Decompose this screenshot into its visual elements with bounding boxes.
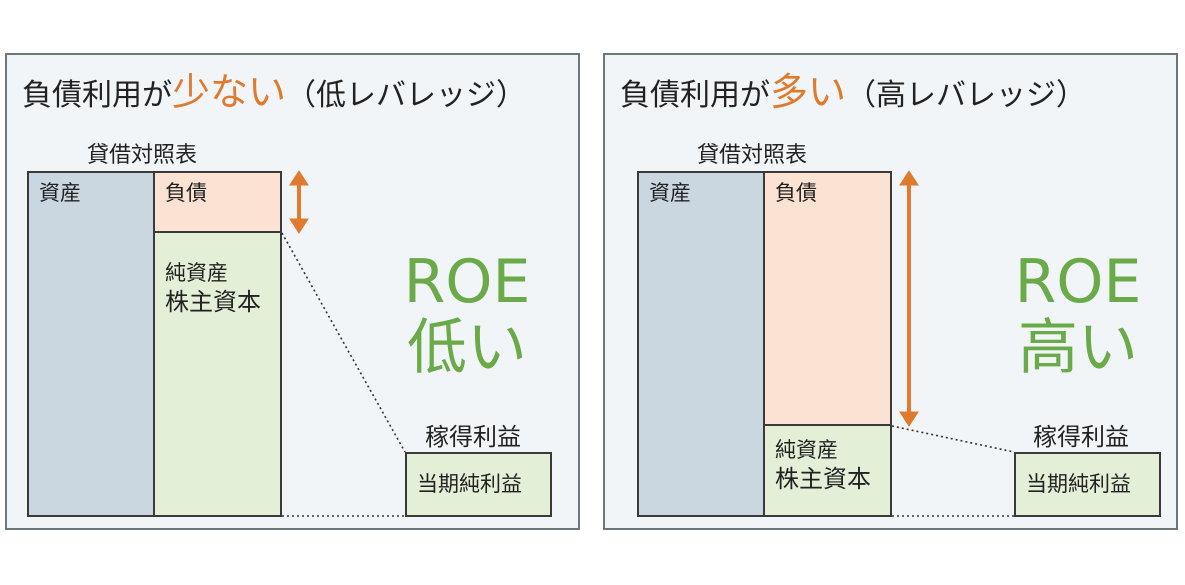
dotted-connector-top (281, 232, 406, 453)
debt-size-arrow (289, 170, 309, 234)
assets-label: 資産 (649, 181, 691, 205)
debt-label: 負債 (775, 181, 817, 205)
earnings-title: 稼得利益 (425, 423, 521, 451)
roe-label: ROE (1014, 247, 1142, 317)
title-highlight: 多い (770, 70, 847, 114)
title-prefix: 負債利用が (22, 78, 172, 113)
earnings-title: 稼得利益 (1033, 423, 1129, 451)
debt-box: 負債 (763, 171, 892, 428)
title-suffix: （低レバレッジ） (286, 78, 527, 113)
equity-label-line1: 純資産 (165, 261, 228, 285)
net-income-box: 当期純利益 (1014, 452, 1161, 517)
equity-label-line2: 株主資本 (165, 288, 261, 316)
low-leverage-panel: 負債利用が少ない（低レバレッジ） 貸借対照表 資産 負債 純資産 株主資本 RO… (5, 53, 580, 530)
title-highlight: 少ない (172, 70, 287, 114)
equity-label-line2: 株主資本 (775, 465, 871, 493)
balance-sheet-label: 貸借対照表 (87, 143, 198, 168)
dotted-connector-top (891, 425, 1015, 453)
panel-title: 負債利用が少ない（低レバレッジ） (22, 72, 526, 116)
debt-label: 負債 (165, 181, 207, 205)
panel-title: 負債利用が多い（高レバレッジ） (620, 72, 1086, 116)
title-prefix: 負債利用が (620, 78, 770, 113)
left-connectors (281, 170, 406, 517)
net-income-label: 当期純利益 (417, 472, 522, 496)
high-leverage-panel: 負債利用が多い（高レバレッジ） 貸借対照表 資産 負債 純資産 株主資本 ROE… (603, 53, 1178, 530)
roe-level: 低い (407, 313, 527, 383)
net-income-label: 当期純利益 (1026, 472, 1131, 496)
balance-sheet-label: 貸借対照表 (697, 143, 808, 168)
assets-box: 資産 (637, 171, 767, 517)
roe-level: 高い (1018, 313, 1138, 383)
roe-label: ROE (403, 247, 531, 317)
equity-box: 純資産 株主資本 (153, 231, 282, 517)
assets-box: 資産 (27, 171, 157, 517)
debt-size-arrow (899, 170, 919, 427)
equity-box: 純資産 株主資本 (763, 424, 892, 517)
right-connectors (891, 170, 1015, 517)
assets-label: 資産 (39, 181, 81, 205)
roe-text: ROE 低い (392, 249, 542, 381)
net-income-box: 当期純利益 (405, 452, 552, 517)
roe-text: ROE 高い (1003, 249, 1153, 381)
equity-label-line1: 純資産 (775, 438, 838, 462)
title-suffix: （高レバレッジ） (846, 78, 1087, 113)
